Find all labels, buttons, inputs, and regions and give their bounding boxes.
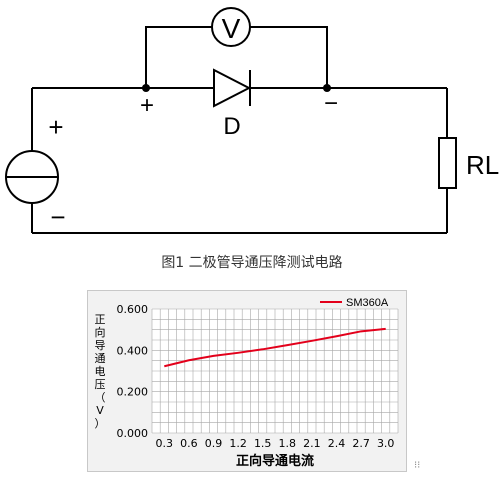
circuit-diagram: V D + − + − RL — [5, 7, 499, 234]
junction-left — [142, 84, 150, 92]
x-tick-label: 0.9 — [205, 437, 223, 450]
y-tick-label: 0.400 — [117, 344, 149, 357]
y-axis-title-char: 导 — [95, 339, 106, 352]
series-line-SM360A — [164, 327, 386, 368]
load-resistor — [438, 137, 457, 189]
figure-caption: 图1 二极管导通压降测试电路 — [161, 255, 343, 271]
legend-label: SM360A — [346, 297, 389, 309]
y-axis-title-char: （ — [95, 391, 106, 404]
diode-minus-sign: − — [324, 90, 338, 117]
source-plus-sign: + — [48, 112, 63, 142]
x-tick-label: 0.3 — [156, 437, 174, 450]
x-tick-label: 3.0 — [377, 437, 395, 450]
junction-right — [323, 84, 331, 92]
x-axis-title: 正向导通电流 — [236, 453, 314, 469]
x-tick-label: 1.8 — [279, 437, 297, 450]
diode-label: D — [223, 113, 240, 140]
y-axis-title-char: 向 — [95, 325, 106, 339]
y-tick-label: 0.200 — [117, 386, 149, 399]
y-axis-title-char: 通 — [95, 352, 106, 365]
y-axis-title-char: 压 — [95, 378, 106, 391]
chart-panel: 0.3 0.6 0.9 1.2 1.5 1.8 2.1 2.4 2.7 3.0 0.000 0.200… — [87, 290, 407, 472]
wire-voltmeter — [145, 26, 328, 88]
load-label: RL — [466, 150, 499, 180]
x-tick-label: 1.2 — [229, 437, 247, 450]
diode — [213, 68, 252, 108]
x-tick-label: 2.4 — [328, 437, 346, 450]
x-tick-label: 1.5 — [254, 437, 272, 450]
y-tick-label: 0.600 — [117, 303, 149, 316]
x-tick-label: 0.6 — [180, 437, 198, 450]
current-source — [5, 150, 59, 204]
y-axis-title-char: V — [96, 404, 104, 417]
y-axis-title-char: 正 — [95, 313, 106, 326]
diode-plus-sign: + — [140, 92, 154, 119]
source-minus-sign: − — [50, 202, 65, 232]
x-tick-label: 2.7 — [352, 437, 370, 450]
voltmeter-label: V — [222, 13, 241, 44]
y-tick-label: 0.000 — [117, 427, 149, 440]
x-tick-label: 2.1 — [303, 437, 321, 450]
forward-voltage-chart: 0.3 0.6 0.9 1.2 1.5 1.8 2.1 2.4 2.7 3.0 0.000 0.200… — [95, 297, 399, 469]
corner-mark: ⁝⁝ — [414, 460, 421, 471]
y-axis-title-char: ） — [95, 417, 106, 430]
y-axis-title-char: 电 — [95, 365, 106, 378]
voltmeter: V — [211, 7, 251, 47]
